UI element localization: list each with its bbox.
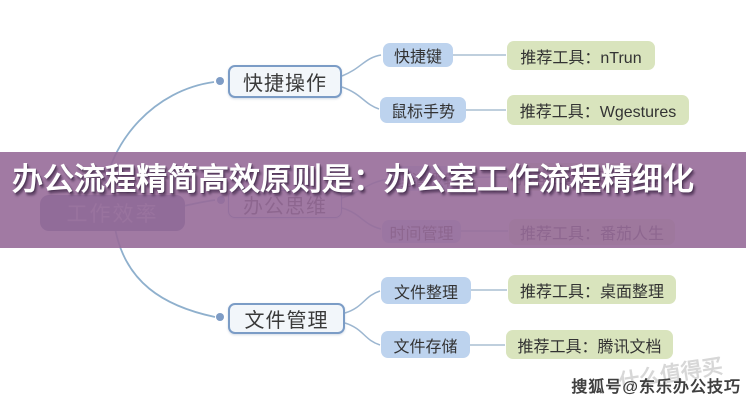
leaf-node-file-organizing[interactable]: 文件整理 xyxy=(381,277,471,304)
tool-node-ntrun[interactable]: 推荐工具：nTrun xyxy=(507,41,655,70)
leaf-node-file-storage[interactable]: 文件存储 xyxy=(381,331,470,358)
tool-node-desktop-organizer[interactable]: 推荐工具：桌面整理 xyxy=(508,275,676,304)
headline-title: 办公流程精简高效原则是：办公室工作流程精细化 xyxy=(12,162,694,197)
leaf-node-mouse-gestures[interactable]: 鼠标手势 xyxy=(380,97,466,123)
leaf-node-shortcut-keys[interactable]: 快捷键 xyxy=(383,43,453,67)
footer-account-caption: 搜狐号@东乐办公技巧 xyxy=(571,379,741,396)
branch-node-file-management[interactable]: 文件管理 xyxy=(228,303,345,334)
tool-node-wgestures[interactable]: 推荐工具：Wgestures xyxy=(507,95,689,125)
headline-banner-overlay: 办公流程精简高效原则是：办公室工作流程精细化 xyxy=(0,152,746,248)
branch-node-quick-operations[interactable]: 快捷操作 xyxy=(228,65,342,98)
branch3-dot xyxy=(216,313,224,321)
tool-node-tencent-docs[interactable]: 推荐工具：腾讯文档 xyxy=(506,330,673,359)
branch1-dot xyxy=(216,77,224,85)
